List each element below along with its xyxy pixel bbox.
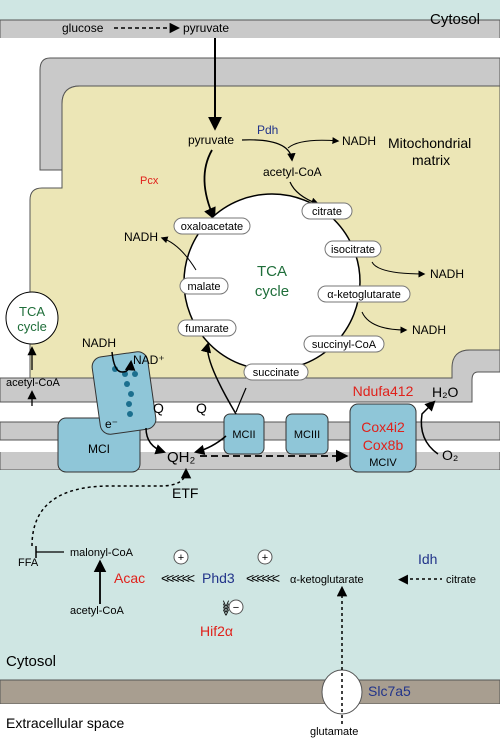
pcx-arrow <box>203 149 216 221</box>
oxaloacetate-label: oxaloacetate <box>181 221 243 233</box>
pdh-nadh-arrow <box>287 137 340 149</box>
akg-nadh-arrow <box>361 311 408 334</box>
phd3-to-acac-chevrons: <<<<<< <box>161 570 195 586</box>
h2o-label: H₂O <box>432 384 459 400</box>
electron-dot <box>124 381 130 387</box>
succinate-to-fumarate-arrow <box>200 341 237 415</box>
extracellular-label: Extracellular space <box>6 715 124 731</box>
acetyl-coa-left-label: acetyl-CoA <box>6 377 60 389</box>
electron-dot <box>127 411 133 417</box>
glucose-label: glucose <box>62 21 104 35</box>
cytosol-top-label: Cytosol <box>430 11 480 28</box>
cox4i2-label: Cox4i2 <box>361 419 405 435</box>
plus-2-label: + <box>262 552 268 564</box>
q-to-qh2-arrow-mci <box>145 427 166 455</box>
malate-node: malate <box>179 277 229 295</box>
plus-1-label: + <box>178 552 184 564</box>
succinyl-coa-node: succinyl-CoA <box>303 335 385 353</box>
citrate-label: citrate <box>312 206 342 218</box>
acetyl-coa-label: acetyl-CoA <box>263 165 322 179</box>
q-to-qh2-arrow-mcii <box>193 435 227 456</box>
electron-dot <box>126 401 132 407</box>
mci-label: MCI <box>88 442 110 456</box>
ndufa412-label: Ndufa412 <box>353 383 414 399</box>
oxaloacetate-node: oxaloacetate <box>173 217 251 235</box>
nadh-oxidation-arrow <box>111 351 136 373</box>
fumarate-node: fumarate <box>177 319 237 337</box>
small-tca-circle <box>5 291 59 345</box>
mciv-complex: MCIV Cox4i2 Cox8b <box>349 403 417 473</box>
tca-label-line2: cycle <box>255 283 289 300</box>
pyruvate-top-label: pyruvate <box>183 21 229 35</box>
matrix-label-line1: Mitochondrial <box>388 135 471 151</box>
citrate-cytosol-label: citrate <box>446 574 476 586</box>
alpha-ketoglutarate-label: α-ketoglutarate <box>327 289 401 301</box>
pcx-label: Pcx <box>140 175 159 187</box>
hif2a-label: Hif2α <box>200 623 233 639</box>
nad-plus-label: NAD⁺ <box>133 353 165 367</box>
q-mci-label: Q <box>153 400 164 416</box>
akg-cytosol-label: α-ketoglutarate <box>290 574 364 586</box>
alpha-ketoglutarate-node: α-ketoglutarate <box>317 285 411 303</box>
citrate-node: citrate <box>301 202 353 220</box>
mciii-label: MCIII <box>294 429 320 441</box>
qh2-label: QH₂ <box>167 449 196 466</box>
small-tca-line2: cycle <box>17 319 47 334</box>
electron-dot <box>132 371 138 377</box>
o2-to-h2o-arrow <box>420 400 439 455</box>
nadh-isocitrate-label: NADH <box>430 267 464 281</box>
cytosol-bottom-label: Cytosol <box>6 653 56 670</box>
idh-label: Idh <box>418 551 437 567</box>
akg-to-phd3-chevrons: <<<<<< <box>246 570 280 586</box>
mcii-label: MCII <box>232 429 255 441</box>
malate-label: malate <box>187 281 220 293</box>
plasma-membrane <box>0 679 500 705</box>
acac-label: Acac <box>114 570 145 586</box>
nadh-malate-label: NADH <box>124 230 158 244</box>
ffa-label: FFA <box>18 557 39 569</box>
q-mcii-label: Q <box>196 400 207 416</box>
succinate-to-mcii-line <box>235 387 247 413</box>
plus-icon-2 <box>257 549 273 565</box>
etf-label: ETF <box>172 485 198 501</box>
mcii-complex: MCII <box>223 413 265 455</box>
succinyl-coa-label: succinyl-CoA <box>312 339 377 351</box>
isocitrate-label: isocitrate <box>331 244 375 256</box>
cox8b-label: Cox8b <box>363 437 404 453</box>
tca-label-line1: TCA <box>257 263 287 280</box>
extracellular-region <box>0 704 500 738</box>
malonyl-coa-label: malonyl-CoA <box>70 547 134 559</box>
electron-label: e⁻ <box>105 417 118 431</box>
fumarate-label: fumarate <box>185 323 228 335</box>
pdh-arrow <box>241 139 296 162</box>
glutamate-label: glutamate <box>310 726 358 738</box>
slc7a5-label: Slc7a5 <box>368 683 411 699</box>
mciii-complex: MCIII <box>285 413 329 455</box>
minus-label: − <box>233 602 239 614</box>
succinate-label: succinate <box>253 367 299 379</box>
succinate-node: succinate <box>243 363 309 381</box>
pdh-label: Pdh <box>257 123 278 137</box>
cytosol-bottom-region <box>0 470 500 680</box>
plus-icon-1 <box>173 549 189 565</box>
isocitrate-nadh-arrow <box>371 261 426 278</box>
isocitrate-node: isocitrate <box>324 240 382 258</box>
malate-nadh-arrow <box>160 236 197 271</box>
minus-icon <box>228 599 244 615</box>
small-tca-line1: TCA <box>19 304 45 319</box>
mci-complex: MCI e⁻ <box>57 351 157 473</box>
o2-label: O₂ <box>442 447 458 463</box>
mciv-label: MCIV <box>369 457 397 469</box>
pyruvate-label: pyruvate <box>188 133 234 147</box>
nadh-mci-label: NADH <box>82 336 116 350</box>
nadh-pdh-label: NADH <box>342 134 376 148</box>
nadh-akg-label: NADH <box>412 323 446 337</box>
acetyl-coa-bottom-label: acetyl-CoA <box>70 605 124 617</box>
electron-dot <box>128 391 134 397</box>
phd3-label: Phd3 <box>202 570 235 586</box>
matrix-label-line2: matrix <box>412 152 450 168</box>
